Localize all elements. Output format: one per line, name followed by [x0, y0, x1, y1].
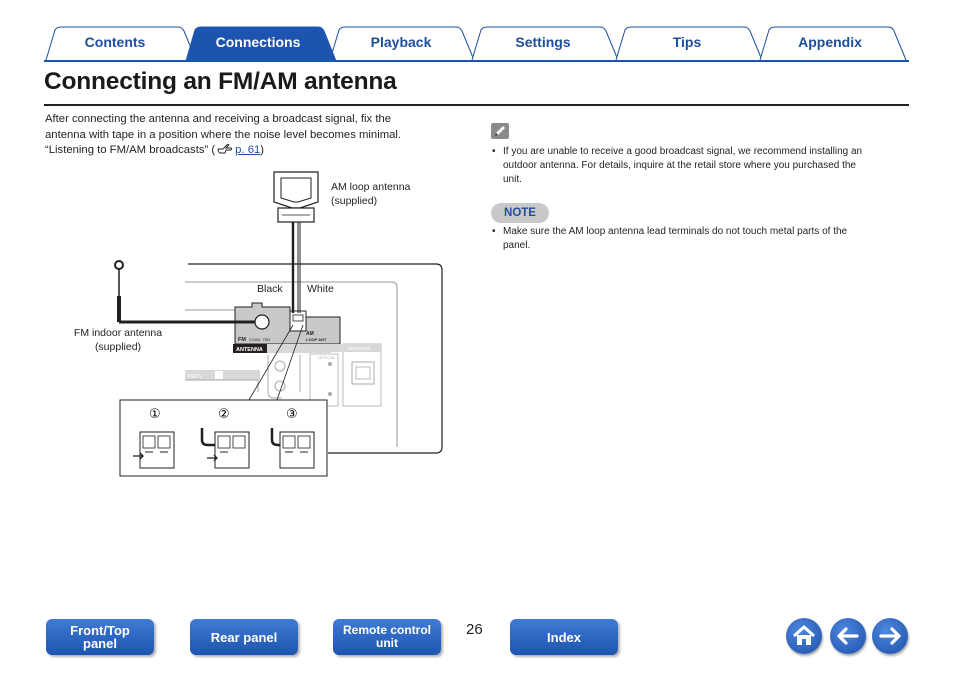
forward-button[interactable]	[872, 618, 908, 654]
tab-shape-playback[interactable]	[329, 26, 475, 61]
page-number: 26	[466, 621, 483, 638]
tab-shape-contents[interactable]	[45, 26, 197, 61]
tab-appendix[interactable]: Appendix	[798, 34, 862, 50]
tab-bar: Contents Connections Playback Settings T…	[0, 0, 954, 70]
terminal-step-2	[200, 428, 250, 469]
tab-shape-appendix[interactable]	[759, 26, 907, 61]
back-button[interactable]	[830, 618, 866, 654]
receiver-rear-panel	[185, 263, 443, 454]
terminal-steps-inset: ① ② ③	[119, 399, 328, 477]
intro-line: antenna with tape in a position where th…	[45, 128, 402, 141]
intro-text: After connecting the antenna and receivi…	[45, 112, 455, 159]
tip-bullet: • If you are unable to receive a good br…	[492, 145, 904, 187]
index-label: Index	[547, 629, 581, 645]
intro-ref-prefix: “Listening to FM/AM broadcasts” (	[45, 144, 216, 156]
tab-playback[interactable]: Playback	[370, 34, 432, 50]
reference-hand-icon	[217, 144, 233, 154]
panel-label-fm: FM	[238, 337, 246, 343]
tip-line: outdoor antenna. For details, inquire at…	[503, 160, 856, 171]
remote-label-2: unit	[376, 636, 398, 650]
tab-shapes	[44, 26, 909, 62]
callout-line	[276, 324, 304, 401]
page-title: Connecting an FM/AM antenna	[44, 68, 397, 95]
intro-ref-suffix: )	[260, 144, 265, 156]
fm-antenna-label-line2: (supplied)	[94, 341, 142, 353]
step-1-number: ①	[149, 407, 161, 422]
panel-label-optical: OPTICAL	[318, 355, 336, 360]
tab-contents[interactable]: Contents	[84, 34, 146, 50]
fm-antenna-label: FM indoor antenna (supplied)	[67, 326, 169, 354]
front-top-label-1: Front/Top	[70, 623, 130, 638]
note-badge: NOTE	[491, 203, 549, 223]
pencil-icon	[491, 123, 509, 139]
tab-shape-settings[interactable]	[471, 26, 619, 61]
panel-label-network: NETWORK	[348, 346, 371, 351]
bullet-dot: •	[492, 226, 496, 237]
tab-settings[interactable]: Settings	[515, 34, 571, 50]
callout-line	[248, 324, 294, 401]
black-wire-label: Black	[257, 283, 283, 295]
note-bullet: • Make sure the AM loop antenna lead ter…	[492, 225, 904, 253]
panel-label-fm-sub: COAX. 75Ω	[249, 337, 270, 342]
am-loop-antenna	[273, 171, 319, 313]
remote-control-unit-button[interactable]: Remote control unit	[333, 619, 441, 655]
title-divider	[44, 104, 909, 106]
panel-label-am-sub: LOOP ANT	[306, 337, 327, 342]
tip-line: If you are unable to receive a good broa…	[503, 146, 863, 157]
am-antenna-label: AM loop antenna (supplied)	[331, 180, 410, 208]
intro-line: After connecting the antenna and receivi…	[45, 113, 392, 125]
front-top-panel-button[interactable]: Front/Top panel	[46, 619, 154, 655]
rear-panel-label: Rear panel	[210, 629, 278, 645]
intro-reference: “Listening to FM/AM broadcasts” ( p. 61)	[45, 143, 455, 159]
step-2-number: ②	[218, 407, 230, 422]
tab-shape-tips[interactable]	[615, 26, 763, 61]
note-line: Make sure the AM loop antenna lead termi…	[503, 226, 848, 237]
home-icon	[792, 625, 816, 645]
note-line: panel.	[503, 240, 531, 251]
panel-label-antenna: ANTENNA	[236, 347, 263, 353]
terminal-step-1	[133, 431, 175, 469]
white-wire-label: White	[307, 283, 334, 295]
rear-panel-button[interactable]: Rear panel	[190, 619, 298, 655]
back-arrow-icon	[837, 627, 859, 645]
home-button[interactable]	[786, 618, 822, 654]
forward-arrow-icon	[879, 627, 901, 645]
bullet-dot: •	[492, 146, 496, 157]
remote-label-1: Remote control	[342, 623, 431, 637]
tab-connections[interactable]: Connections	[215, 34, 301, 50]
front-top-label-2: panel	[83, 636, 117, 651]
panel-label-speakers: KERS	[188, 374, 202, 380]
am-antenna-label-line2: (supplied)	[331, 195, 378, 207]
step-3-number: ③	[286, 407, 298, 422]
tab-tips[interactable]: Tips	[672, 34, 702, 50]
fm-antenna-label-line1: FM indoor antenna	[73, 327, 163, 339]
fm-indoor-antenna	[114, 260, 255, 324]
index-button[interactable]: Index	[510, 619, 618, 655]
terminal-step-3	[270, 428, 315, 469]
am-antenna-label-line1: AM loop antenna	[331, 181, 411, 193]
tip-line: unit.	[503, 174, 522, 185]
tab-shape-connections[interactable]	[185, 26, 337, 62]
panel-label-am: AM	[306, 331, 314, 337]
page-ref-link[interactable]: p. 61	[235, 144, 261, 156]
